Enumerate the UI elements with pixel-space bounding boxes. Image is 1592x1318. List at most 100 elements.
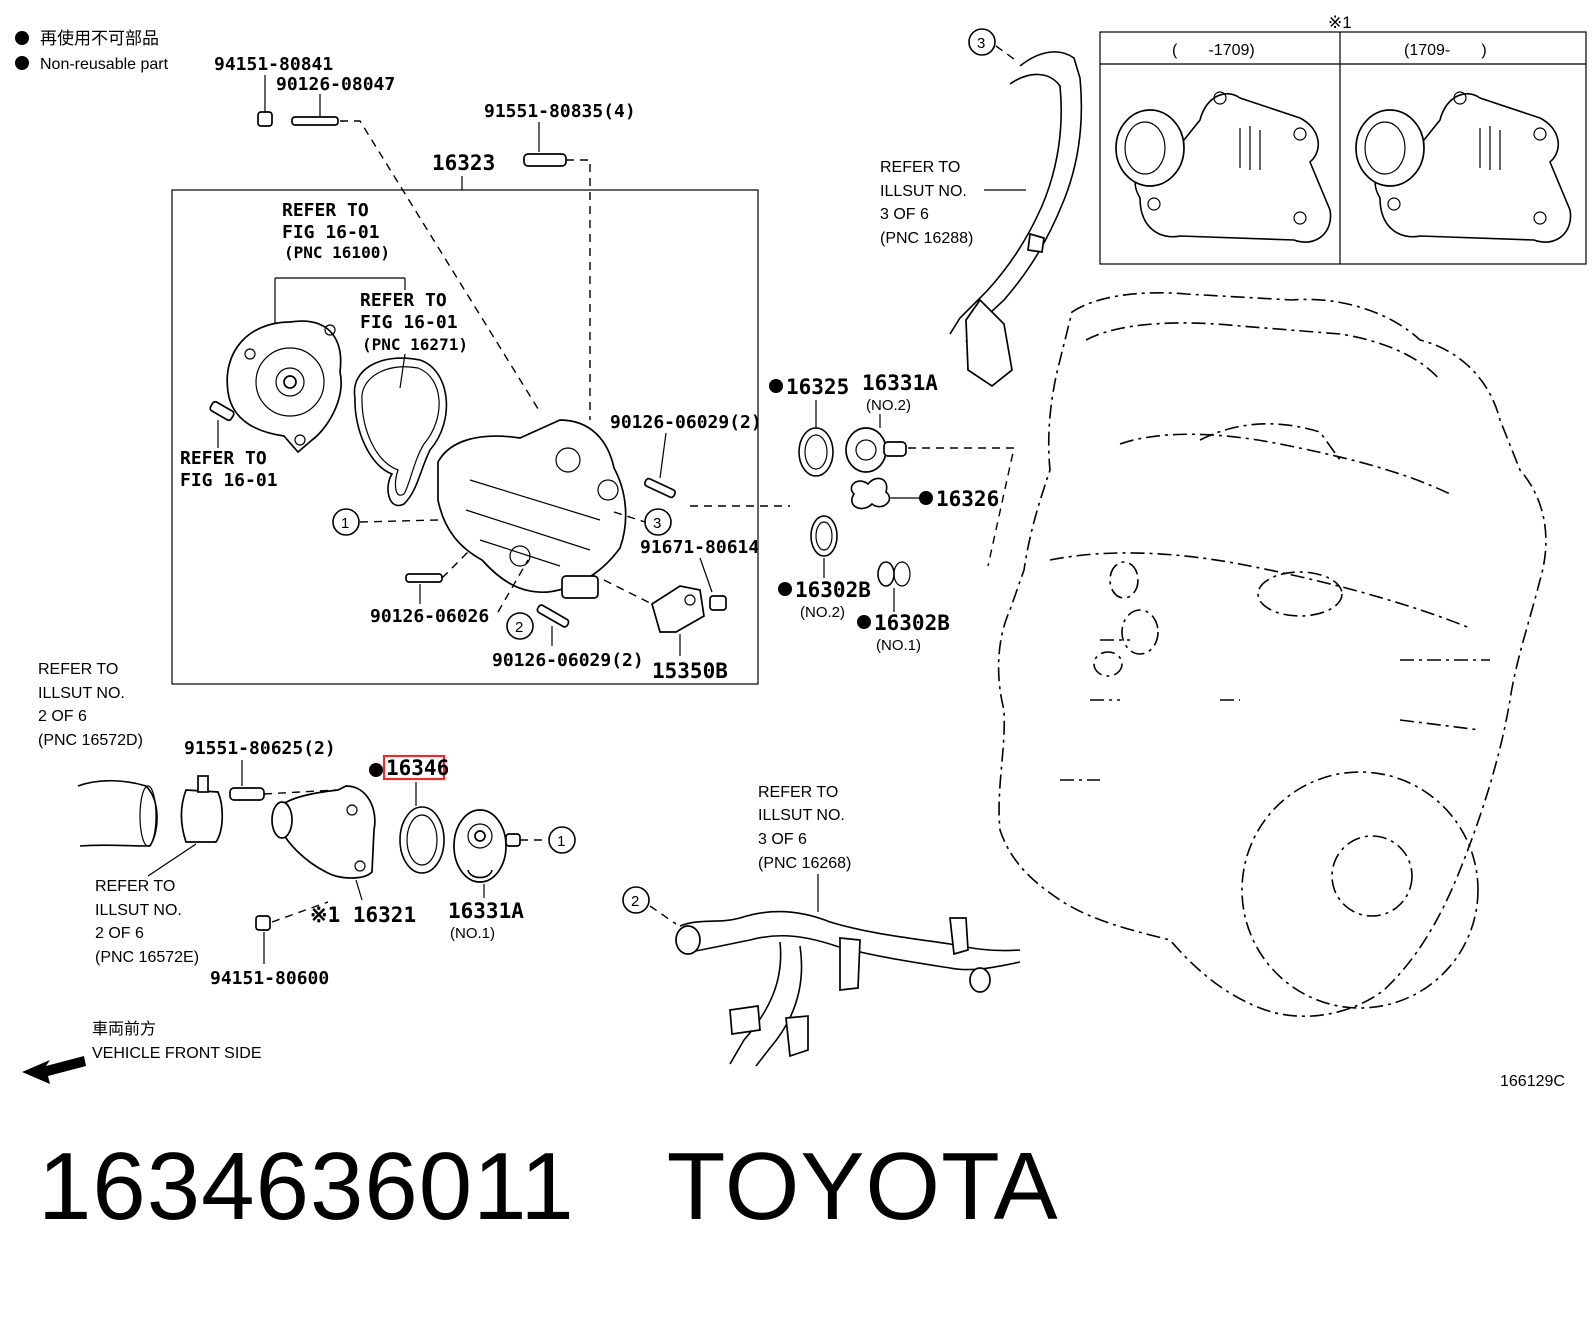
label-91551-80625: 91551-80625(2): [184, 738, 336, 759]
inset-mark: ※1: [1328, 13, 1352, 32]
circle-ref-2-bottom: 2: [631, 893, 639, 910]
refer-fig-16271-line1: REFER TO: [360, 290, 447, 311]
refer-16572D-line1: REFER TO: [38, 661, 118, 678]
label-16331A-bottom: 16331A: [448, 899, 524, 923]
thermostat-16331A-no2-icon: [845, 427, 887, 473]
water-pump-assembly-16323: 16323 REFER TO FIG 16-01 (PNC 16100) REF…: [171, 151, 790, 685]
refer-16572E-line4: (PNC 16572E): [95, 949, 199, 966]
label-94151-80841: 94151-80841: [214, 54, 333, 75]
label-16302B-no2-sub: (NO.2): [800, 604, 845, 621]
refer-16288-line1: REFER TO: [880, 159, 960, 176]
pump-bolt-icon: [209, 400, 235, 422]
circle-ref-1-bottom: 1: [557, 833, 565, 850]
inset-col-right: (1709- ): [1404, 42, 1487, 59]
water-inlet-16321-icon: [277, 785, 376, 879]
inset-variant-table: ※1 ( -1709) (1709- ): [1099, 13, 1587, 265]
non-reusable-bullet-icon: [919, 491, 933, 505]
water-inlet-early-icon: [1115, 91, 1332, 243]
label-91671-80614: 91671-80614: [640, 537, 759, 558]
label-16331A-top-sub: (NO.2): [866, 397, 911, 414]
water-temp-sensor-15350B-icon: [651, 585, 705, 633]
stud-90126-08047-icon: [291, 116, 339, 126]
bolt-91671-icon: [709, 595, 727, 611]
top-fasteners: 94151-80841 90126-08047 91551-80835(4): [214, 54, 636, 420]
oring-16302B-no1-icon: [877, 561, 895, 587]
front-arrow-icon: [22, 1056, 86, 1084]
inset-col-left: ( -1709): [1172, 42, 1255, 59]
label-16326: 16326: [936, 487, 999, 511]
bypass-pipe-16288: 3 REFER TO ILLSUT NO. 3 OF 6 (PNC 16288): [880, 28, 1083, 388]
refer-fig-16-01-c-line1: REFER TO: [180, 448, 267, 469]
thermostat-no2-group: 16325 16331A (NO.2) 16326 16302B (NO.2) …: [769, 371, 1015, 654]
label-16302B-no2: 16302B: [795, 578, 871, 602]
bolt-91551-80835-icon: [523, 153, 567, 167]
stud-90126-06026-icon: [405, 573, 443, 583]
gasket-16326-icon: [850, 477, 891, 510]
stud-90126-06029-lower-icon: [536, 604, 570, 628]
legend-jp: 再使用不可部品: [40, 28, 159, 48]
water-pipe-16268: REFER TO ILLSUT NO. 3 OF 6 (PNC 16268) 2: [622, 784, 1021, 1067]
front-label-jp: 車両前方: [92, 1020, 156, 1038]
refer-fig-16100-line2: FIG 16-01: [282, 222, 380, 243]
refer-16268-line1: REFER TO: [758, 784, 838, 801]
gasket-16346-icon: [399, 806, 445, 874]
refer-16288-line2: ILLSUT NO.: [880, 183, 967, 200]
label-16346: 16346: [386, 756, 449, 780]
refer-16268-line3: 3 OF 6: [758, 831, 807, 848]
label-90126-06029-top: 90126-06029(2): [610, 412, 762, 433]
label-15350B: 15350B: [652, 659, 728, 683]
label-16331A-bottom-sub: (NO.1): [450, 925, 495, 942]
footer-part-number: 1634636011: [38, 1133, 575, 1240]
refer-16572D-line3: 2 OF 6: [38, 708, 87, 725]
legend-en: Non-reusable part: [40, 56, 169, 73]
refer-16572D-line4: (PNC 16572D): [38, 732, 143, 749]
refer-16268-line4: (PNC 16268): [758, 855, 851, 872]
refer-16288-line3: 3 OF 6: [880, 206, 929, 223]
circle-ref-3: 3: [653, 515, 661, 532]
non-reusable-bullet-icon: [857, 615, 871, 629]
front-label-en: VEHICLE FRONT SIDE: [92, 1045, 262, 1062]
legend: 再使用不可部品 Non-reusable part: [15, 28, 169, 73]
refer-fig-16100-line3: (PNC 16100): [284, 243, 390, 262]
refer-16288-line4: (PNC 16288): [880, 230, 973, 247]
non-reusable-bullet-icon: [778, 582, 792, 596]
water-pump-body-icon: [226, 320, 342, 454]
thermostat-16331A-no1-icon: [453, 809, 507, 883]
pump-gasket-icon: [353, 357, 448, 507]
refer-fig-16271-line3: (PNC 16271): [362, 335, 468, 354]
hose-clamp-icon: [180, 789, 224, 843]
circle-ref-2: 2: [515, 619, 523, 636]
refer-16572E-line3: 2 OF 6: [95, 925, 144, 942]
engine-block-icon: [997, 292, 1547, 1018]
label-94151-80600: 94151-80600: [210, 968, 329, 989]
non-reusable-bullet-icon: [15, 31, 29, 45]
bypass-pipe-icon: [965, 51, 1083, 343]
water-inlet-housing-icon: [437, 419, 627, 593]
footer-brand: TOYOTA: [666, 1133, 1059, 1240]
refer-16268-line2: ILLSUT NO.: [758, 807, 845, 824]
label-16302B-no1-sub: (NO.1): [876, 637, 921, 654]
vehicle-front-indicator: 車両前方 VEHICLE FRONT SIDE: [22, 1020, 262, 1084]
stud-90126-06029-icon: [643, 477, 677, 499]
refer-fig-16-01-c-line2: FIG 16-01: [180, 470, 278, 491]
oring-16302B-no2-icon: [810, 515, 838, 557]
label-16302B-no1: 16302B: [874, 611, 950, 635]
label-16325: 16325: [786, 375, 849, 399]
refer-fig-16271-line2: FIG 16-01: [360, 312, 458, 333]
label-16321: ※1 16321: [310, 903, 416, 927]
label-90126-06026: 90126-06026: [370, 606, 489, 627]
label-16323: 16323: [432, 151, 495, 175]
nut-94151-icon: [257, 111, 273, 127]
figure-id: 166129C: [1500, 1073, 1565, 1090]
refer-fig-16100-line1: REFER TO: [282, 200, 369, 221]
gasket-16325-icon: [798, 427, 834, 477]
nut-94151-80600-icon: [255, 915, 271, 931]
label-16331A-top: 16331A: [862, 371, 938, 395]
refer-16572E-line1: REFER TO: [95, 878, 175, 895]
engine-block-outline: [997, 292, 1547, 1018]
label-91551-80835: 91551-80835(4): [484, 101, 636, 122]
non-reusable-bullet-icon: [769, 379, 783, 393]
water-inlet-late-icon: [1355, 91, 1572, 243]
refer-16572E-line2: ILLSUT NO.: [95, 902, 182, 919]
footer-title: 1634636011 TOYOTA: [38, 1132, 1059, 1242]
